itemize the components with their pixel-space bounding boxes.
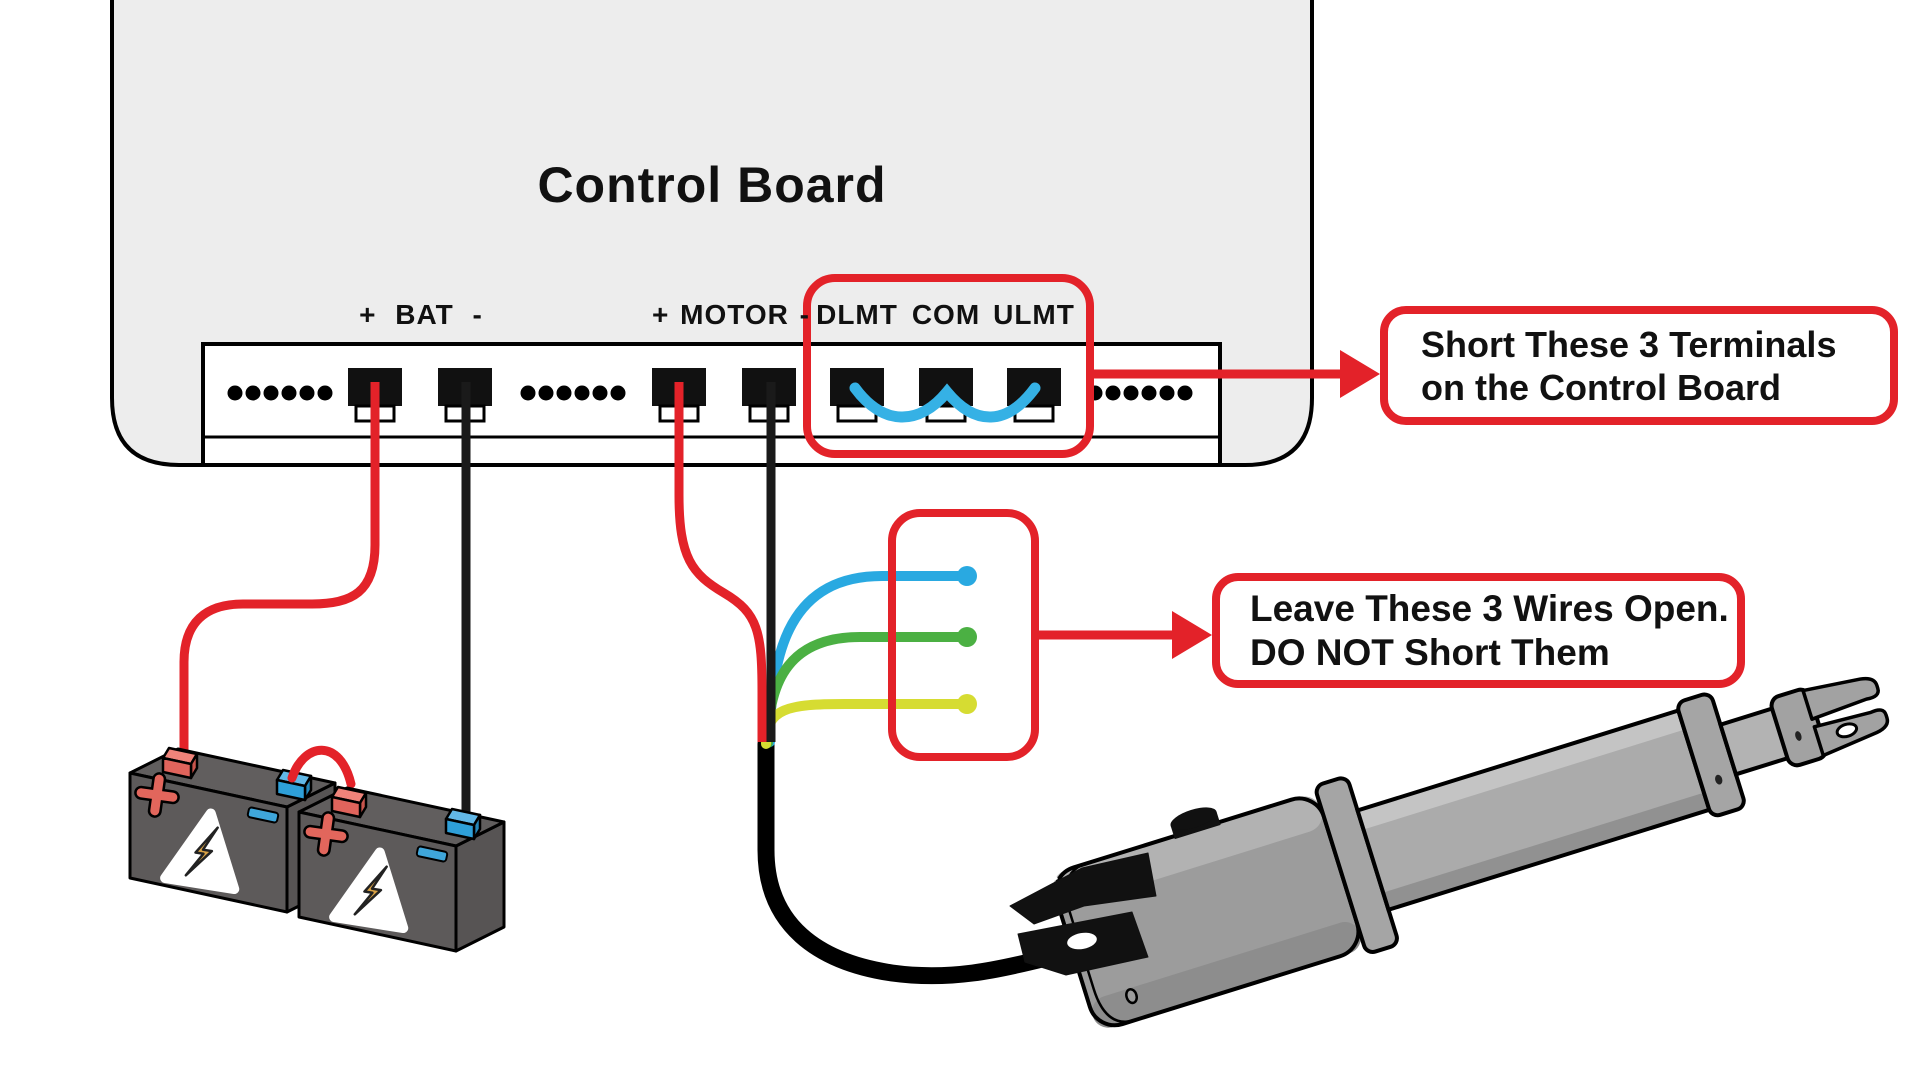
arrowhead-icon [1172, 611, 1212, 659]
ulmt-wire-yellow [761, 699, 972, 749]
board-title: Control Board [537, 157, 887, 213]
motor-positive-wire [674, 382, 767, 742]
arrow-to-open-wires-callout [1035, 611, 1212, 659]
callout-open-wires-line2: DO NOT Short Them [1250, 631, 1610, 673]
battery-jumper-wire [287, 745, 356, 789]
actuator-button [1170, 807, 1221, 840]
com-wire-green [763, 632, 972, 748]
control-board [110, 0, 1314, 467]
com-label: COM [911, 299, 981, 330]
motor-cable-sheath [757, 735, 1055, 985]
clevis-screw [1795, 731, 1802, 741]
clevis-hole [1835, 722, 1859, 739]
callout-short-terminals-line1: Short These 3 Terminals [1421, 323, 1837, 365]
linear-actuator [1053, 676, 1890, 1028]
ulmt-terminal [1007, 368, 1061, 423]
dlmt-label: DLMT [816, 299, 898, 330]
yellow-wire-end-dot [957, 694, 977, 714]
blue-wire-end-dot [957, 566, 977, 586]
limit-terminals-highlight-box [803, 274, 1094, 458]
pin-dots-right [1087, 385, 1193, 401]
collar-screw [1715, 774, 1723, 785]
green-wire-end-dot [957, 627, 977, 647]
actuator-tube [1355, 708, 1712, 913]
limit-wires-open [761, 566, 977, 749]
bat-terminals-label: + BAT - [359, 299, 483, 330]
arrow-to-short-terminals-callout [1090, 350, 1380, 398]
battery-2 [299, 787, 504, 951]
pin-dots-left [227, 385, 333, 401]
ulmt-label: ULMT [993, 299, 1075, 330]
bat-positive-wire [179, 382, 380, 760]
actuator-clevis [1769, 676, 1890, 768]
callout-short-terminals: Short These 3 Terminals on the Control B… [1380, 306, 1898, 425]
wiring [179, 382, 1055, 985]
callout-open-wires-line1: Leave These 3 Wires Open. [1250, 587, 1729, 629]
motor-terminals-label: + MOTOR - [652, 299, 810, 330]
pin-dots-middle [520, 385, 626, 401]
arrowhead-icon [1340, 350, 1380, 398]
callout-short-terminals-line2: on the Control Board [1421, 366, 1781, 408]
actuator-rear-clevis [1009, 852, 1157, 976]
shorting-jumper-wire [849, 382, 1041, 423]
terminal-blocks [348, 368, 1061, 423]
callout-open-wires: Leave These 3 Wires Open. DO NOT Short T… [1212, 573, 1745, 688]
housing-screw-hole [1125, 987, 1138, 1005]
